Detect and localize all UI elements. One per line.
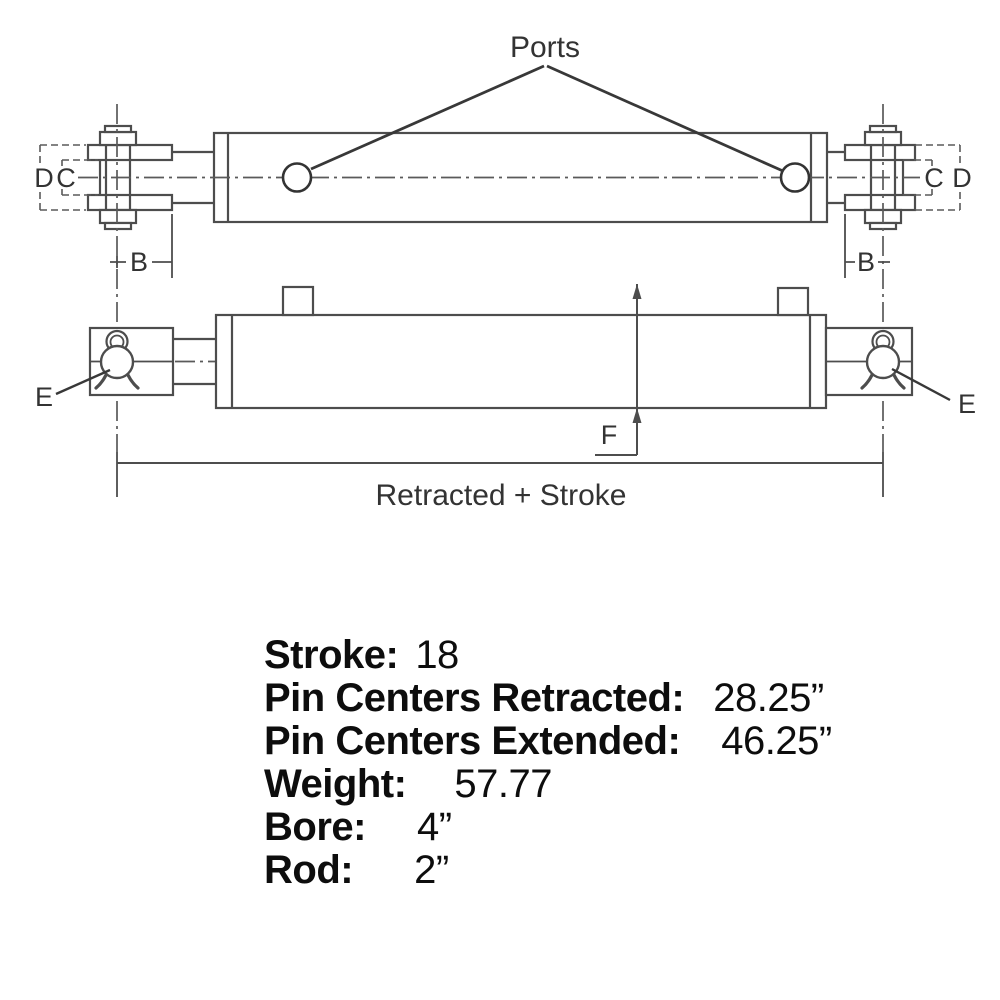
right-port-boss [776,286,810,317]
spec-line-bore: Bore: 4” [264,806,832,849]
right-e-leader [891,367,951,402]
jaw-dimension-brackets [39,144,961,211]
right-pin-assembly [860,329,906,390]
cotter-leg-right [892,373,906,390]
clevis-bottom-ear [843,193,917,212]
f-dimension [595,284,642,456]
spec-line-pin-centers-extended: Pin Centers Extended: 46.25” [264,720,832,763]
spec-label: Weight: [264,762,407,806]
ports-leader-left [310,64,545,171]
spec-block: Stroke: 18 Pin Centers Retracted: 28.25” P… [264,634,832,892]
centerline-solid-ends [116,452,884,497]
right-port-circle [779,162,811,193]
left-dim-b-label: B [130,247,148,277]
left-dim-c-label: C [56,163,76,193]
f-dim-label: F [601,420,618,450]
spec-label: Pin Centers Extended: [264,719,681,763]
pin-boss-circle [99,344,135,380]
right-dim-c-label: C [924,163,944,193]
b-dimensions [110,214,890,278]
ports-leaders [310,64,784,173]
clevis-top-ear [843,143,917,162]
left-e-leader [55,368,111,396]
ports-leader-right [546,64,784,173]
cotter-leg-left [860,373,874,390]
f-arrow-bottom [632,408,642,423]
left-clevis [86,124,214,231]
pin-top-cap [103,124,133,134]
e-leaders [55,367,951,402]
f-arrow-top [632,284,642,299]
right-outer-bracket [915,144,961,211]
left-port-boss [281,285,315,317]
barrel-outline [214,313,828,410]
spec-line-stroke: Stroke: 18 [264,634,832,677]
spec-line-weight: Weight: 57.77 [264,763,832,806]
left-port-circle [281,162,313,193]
ports-label: Ports [510,31,580,64]
right-dim-b-label: B [857,247,875,277]
right-inner-bracket [903,159,933,196]
left-inner-bracket [61,159,98,196]
spec-label: Rod: [264,848,354,892]
pin-bottom-nut [98,208,138,225]
spec-value: 4” [416,805,452,849]
cotter-leg-left [94,373,108,390]
right-mount-e-label: E [958,389,976,419]
spec-label: Bore: [264,805,366,849]
retracted-stroke-label: Retracted + Stroke [376,479,627,512]
spec-value: 57.77 [454,762,553,806]
spec-value: 28.25” [713,676,824,720]
bottom-view [88,285,914,410]
spec-value: 46.25” [721,719,832,763]
pin-bottom-cap [103,221,133,231]
left-mount-e-label: E [35,382,53,412]
pin-boss-circle [865,344,901,380]
spec-line-rod: Rod: 2” [264,849,832,892]
spec-line-pin-centers-retracted: Pin Centers Retracted: 28.25” [264,677,832,720]
spec-label: Stroke: [264,633,399,677]
left-b-dim-line [110,256,172,268]
cotter-leg-right [126,373,140,390]
left-dim-d-label: D [34,163,54,193]
right-dim-d-label: D [952,163,972,193]
spec-value: 2” [414,848,449,892]
spec-value: 18 [415,633,459,677]
pin-top-nut [98,130,138,147]
spec-label: Pin Centers Retracted: [264,676,685,720]
left-outer-bracket [39,144,86,211]
